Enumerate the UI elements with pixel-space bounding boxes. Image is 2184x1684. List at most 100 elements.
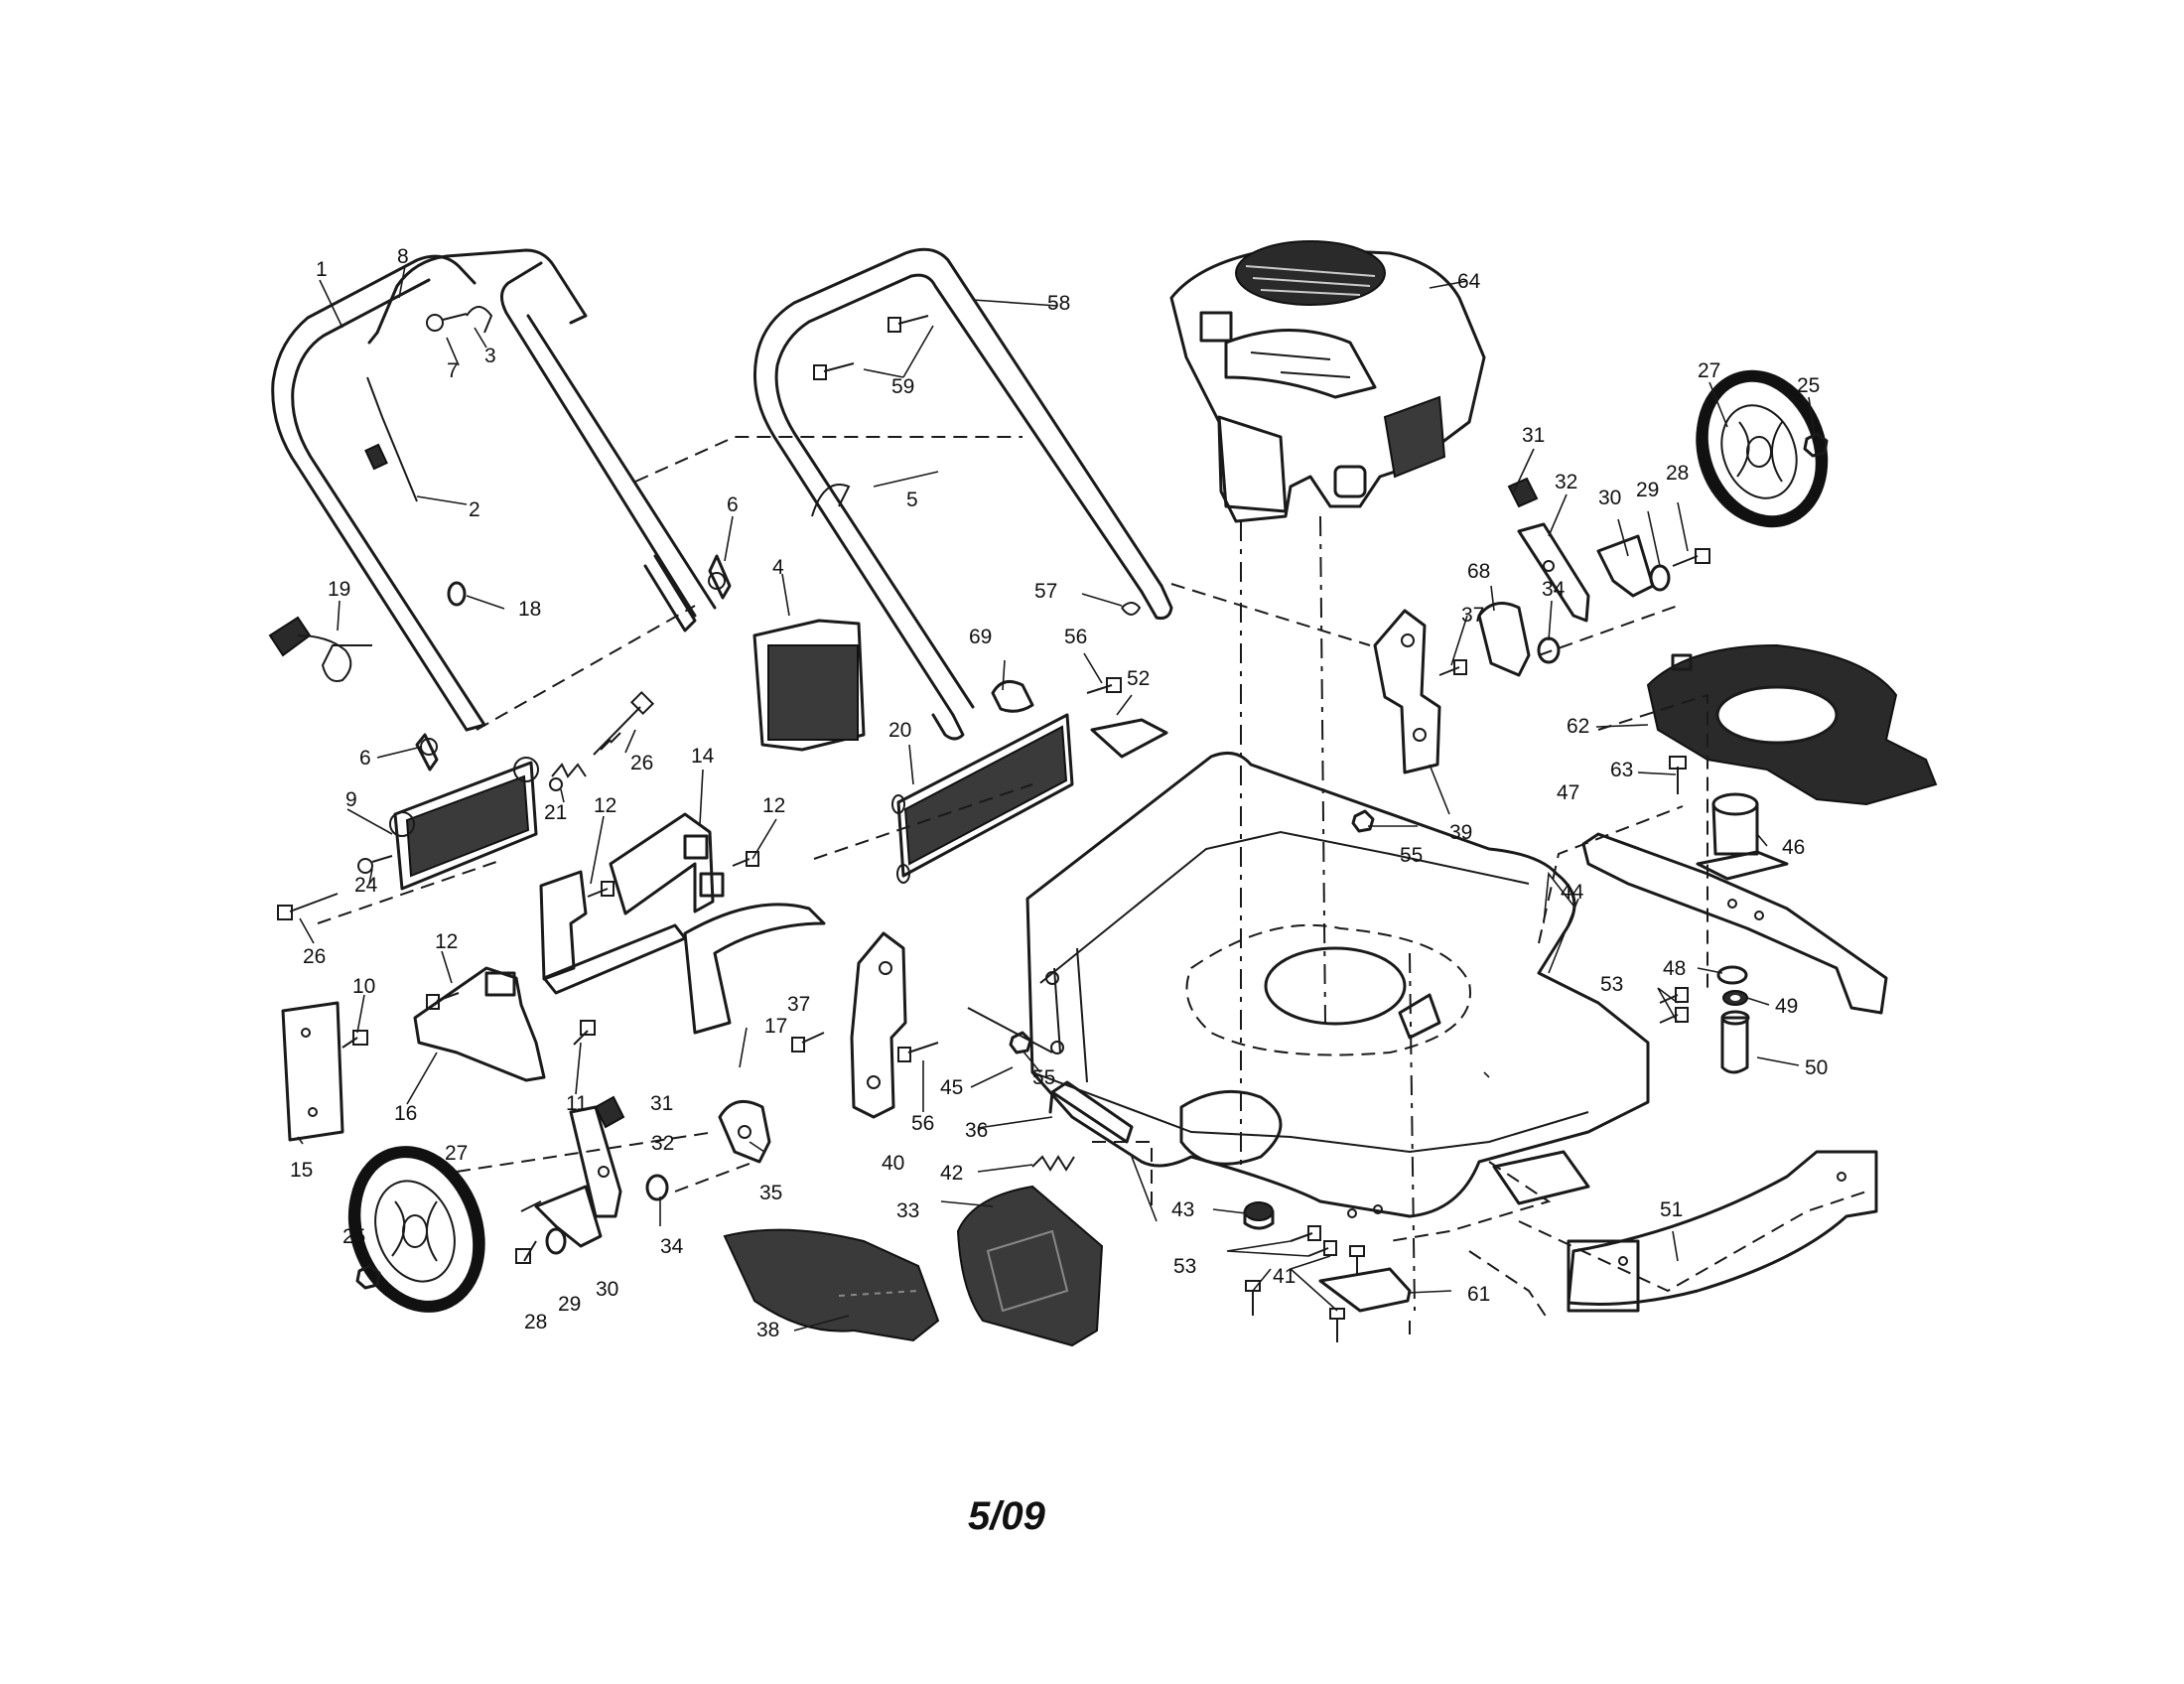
callout-15: 15 bbox=[290, 1159, 313, 1182]
callout-35: 35 bbox=[759, 1182, 782, 1204]
bolt-59b bbox=[813, 362, 855, 380]
callout-40: 40 bbox=[882, 1152, 904, 1175]
callout-31b: 31 bbox=[650, 1092, 673, 1115]
handle-knob-6a bbox=[708, 554, 732, 600]
callout-39: 39 bbox=[1449, 821, 1472, 844]
nut-25-front bbox=[1803, 432, 1829, 458]
callout-42: 42 bbox=[940, 1162, 963, 1185]
pin-19 bbox=[268, 616, 372, 682]
callout-58: 58 bbox=[1047, 292, 1070, 315]
callout-28a: 28 bbox=[1666, 462, 1689, 485]
callout-20: 20 bbox=[888, 719, 911, 742]
callout-3: 3 bbox=[484, 345, 496, 367]
callout-53b: 53 bbox=[1173, 1255, 1196, 1278]
callout-29a: 29 bbox=[1636, 479, 1659, 501]
callout-12a: 12 bbox=[594, 794, 616, 817]
callout-34b: 34 bbox=[660, 1235, 684, 1258]
bolt-56-lower bbox=[897, 1042, 939, 1062]
callout-56b: 56 bbox=[911, 1112, 934, 1135]
bolt-41b bbox=[1349, 1245, 1365, 1276]
callout-45: 45 bbox=[940, 1076, 963, 1099]
adjuster-handle-32-rear bbox=[569, 1105, 622, 1218]
spring-21 bbox=[549, 763, 587, 791]
callout-25a: 25 bbox=[1797, 374, 1820, 397]
callout-26b: 26 bbox=[303, 945, 326, 968]
spring-42 bbox=[1031, 1155, 1075, 1172]
axle-bracket-16 bbox=[413, 966, 546, 1082]
callout-55b: 55 bbox=[1032, 1066, 1055, 1089]
spacer-43 bbox=[1243, 1201, 1275, 1230]
callout-51: 51 bbox=[1660, 1198, 1683, 1221]
clip-5 bbox=[811, 484, 851, 517]
callout-21: 21 bbox=[544, 801, 567, 824]
plate-68 bbox=[1477, 602, 1531, 677]
bolt-37-left bbox=[791, 1032, 825, 1052]
callout-55a: 55 bbox=[1400, 844, 1423, 867]
callout-12b: 12 bbox=[762, 794, 785, 817]
bolt-53c bbox=[1659, 987, 1689, 1004]
blade-bolt-50 bbox=[1720, 1010, 1750, 1074]
mulch-plug-33 bbox=[956, 1185, 1104, 1347]
callout-56a: 56 bbox=[1064, 626, 1087, 648]
callout-36: 36 bbox=[965, 1119, 988, 1142]
mulch-door-9 bbox=[389, 757, 539, 891]
blade-47 bbox=[1581, 832, 1888, 1015]
adapter-46 bbox=[1696, 792, 1789, 881]
callout-labels: 1 2 3 4 5 6 6 7 8 9 10 11 12 12 12 14 15… bbox=[290, 245, 1828, 1341]
callout-16: 16 bbox=[394, 1102, 417, 1125]
callout-14: 14 bbox=[691, 745, 715, 768]
wheel-27-front bbox=[1696, 369, 1829, 528]
callout-34a: 34 bbox=[1542, 578, 1566, 601]
callout-53a: 53 bbox=[1600, 973, 1623, 996]
front-skirt-51 bbox=[1567, 1150, 1878, 1313]
callout-37b: 37 bbox=[787, 993, 810, 1016]
callout-9: 9 bbox=[345, 788, 357, 811]
engine-64 bbox=[1169, 240, 1486, 523]
diagram-code: 5/09 bbox=[968, 1494, 1045, 1538]
bolt-7 bbox=[426, 313, 468, 332]
nut-25-rear bbox=[355, 1264, 381, 1290]
bolt-53a bbox=[1290, 1225, 1321, 1242]
callout-38: 38 bbox=[756, 1319, 779, 1341]
callout-19: 19 bbox=[328, 578, 350, 601]
wheel-27-rear bbox=[347, 1146, 485, 1313]
callout-29b: 29 bbox=[558, 1293, 581, 1316]
callout-57: 57 bbox=[1034, 580, 1057, 603]
callout-49: 49 bbox=[1775, 995, 1798, 1018]
callout-27a: 27 bbox=[1698, 359, 1720, 382]
height-plate-30 bbox=[520, 1185, 603, 1248]
callout-18: 18 bbox=[518, 598, 541, 621]
bolt-12a bbox=[587, 881, 614, 898]
callout-59: 59 bbox=[891, 375, 914, 398]
bolt-56a bbox=[1086, 677, 1122, 694]
callout-28b: 28 bbox=[524, 1311, 547, 1333]
callout-25b: 25 bbox=[342, 1225, 365, 1248]
deck-44 bbox=[1025, 751, 1650, 1218]
baffle-62 bbox=[1646, 643, 1938, 806]
callout-43: 43 bbox=[1171, 1198, 1194, 1221]
callout-52: 52 bbox=[1127, 667, 1150, 690]
callout-24: 24 bbox=[354, 874, 378, 897]
rear-shield-20 bbox=[891, 713, 1074, 884]
upper-handle bbox=[752, 247, 1173, 741]
callout-62: 62 bbox=[1567, 715, 1589, 738]
callout-46: 46 bbox=[1782, 836, 1805, 859]
callout-6a: 6 bbox=[727, 493, 739, 516]
callout-69: 69 bbox=[969, 626, 992, 648]
washer-34-rear bbox=[645, 1174, 669, 1201]
bolt-59a bbox=[887, 315, 929, 333]
control-bar bbox=[375, 248, 588, 335]
deflector-17 bbox=[683, 903, 826, 1035]
washer-34-front bbox=[1537, 636, 1561, 664]
callout-33: 33 bbox=[896, 1199, 919, 1222]
callout-50: 50 bbox=[1805, 1056, 1828, 1079]
callout-44: 44 bbox=[1561, 881, 1584, 904]
callout-10: 10 bbox=[352, 975, 375, 998]
bolt-37-right bbox=[1438, 659, 1467, 676]
callout-17: 17 bbox=[764, 1015, 787, 1038]
bolt-26b bbox=[277, 893, 339, 920]
side-plate-15 bbox=[281, 1001, 344, 1142]
rod-26a bbox=[593, 690, 655, 756]
callout-68: 68 bbox=[1467, 560, 1490, 583]
